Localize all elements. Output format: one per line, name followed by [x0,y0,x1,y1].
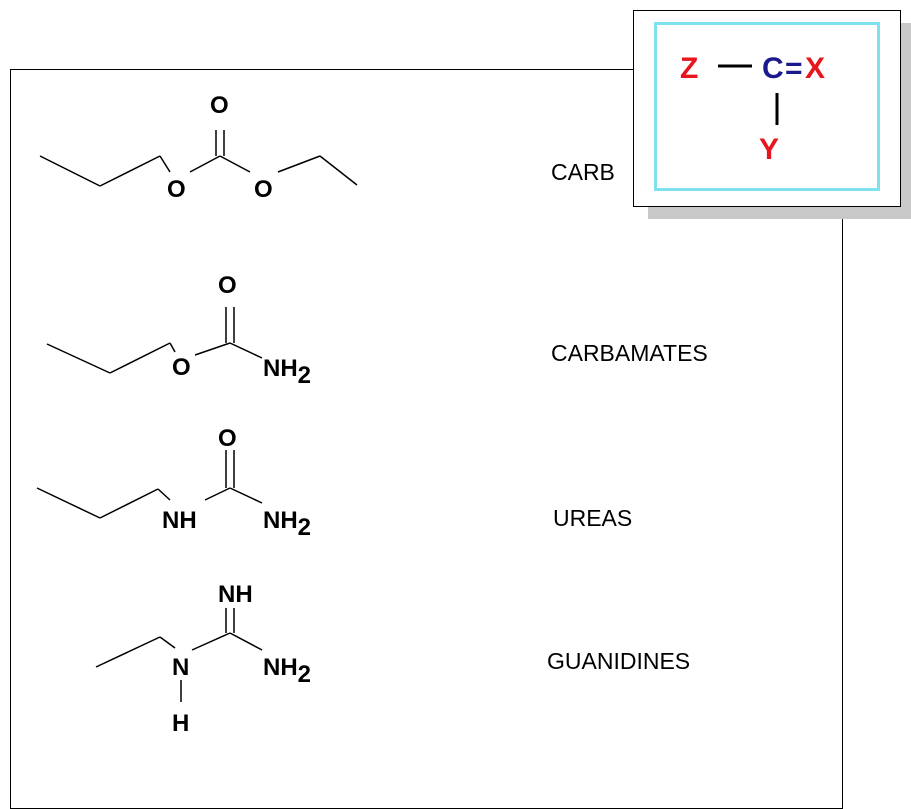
general-formula: Z C = X Y [680,52,825,166]
atom-o-left: O [167,176,186,203]
bond [99,488,159,519]
atom-nh: NH [162,507,197,534]
atom-o-left: O [172,354,191,381]
label-carbamates: CARBAMATES [551,340,708,366]
atom-nh2: NH2 [263,355,311,389]
bond [219,155,251,173]
bond [204,487,231,501]
label-ureas: UREAS [553,505,633,531]
bond [189,155,221,173]
label-guanidines: GUANIDINES [547,648,691,674]
bond [319,155,358,186]
atom-o-right: O [254,176,273,203]
atom-c: C [762,52,784,85]
atom-h: H [172,710,189,737]
general-formula-border [654,22,880,191]
atom-x: X [805,52,825,85]
atom-z: Z [680,52,698,85]
bond [229,342,263,359]
double-bond: = [785,52,803,85]
bond [157,488,171,501]
label-carbonates: CARB [551,159,615,185]
bond [169,342,176,353]
bond [229,632,263,651]
bond [194,342,231,356]
atom-o-top: O [210,92,229,119]
atom-y: Y [759,133,779,166]
bond [159,636,176,649]
general-formula-box: Z C = X Y [633,10,901,207]
atom-o-top: O [218,425,237,452]
bond [191,632,231,651]
bond [109,342,171,374]
bond [39,155,101,187]
bond [46,343,111,374]
bond [36,487,101,519]
bond [229,487,263,504]
atom-nh2: NH2 [263,507,311,541]
atom-o-top: O [218,272,237,299]
bond [99,155,161,187]
atom-nh2: NH2 [263,654,311,688]
atom-nh-top: NH [218,581,253,608]
bond [277,155,321,173]
bond [95,636,161,668]
atom-n: N [172,654,189,681]
bond [159,155,171,173]
